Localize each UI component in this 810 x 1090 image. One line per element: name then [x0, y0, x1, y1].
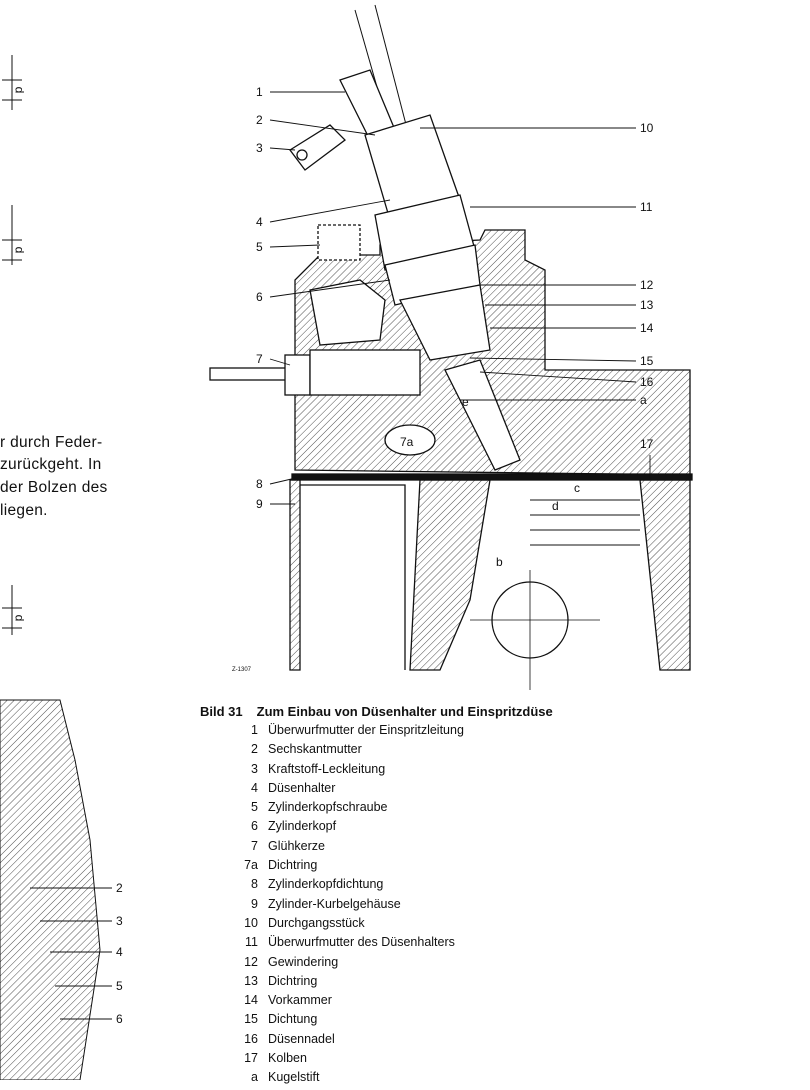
legend-text: Dichtung: [268, 1012, 318, 1027]
dimension-label: d: [552, 499, 559, 513]
legend-item: 17 Kolben: [228, 1051, 464, 1070]
part-label: 10: [640, 121, 654, 135]
body-text-line: liegen.: [0, 502, 48, 519]
legend-text: Zylinderkopfdichtung: [268, 877, 384, 892]
part-label: 15: [640, 354, 654, 368]
legend-number: 1: [251, 723, 258, 737]
part-label: 2: [116, 881, 123, 895]
legend-item: 15 Dichtung: [228, 1012, 464, 1031]
part-label: 17: [640, 437, 654, 451]
part-label: 8: [256, 477, 263, 491]
part-label: 2: [256, 113, 263, 127]
legend-number: 5: [251, 800, 258, 815]
part-label: 6: [116, 1012, 123, 1026]
body-text-line: der Bolzen des: [0, 479, 108, 496]
legend-item: 7a Dichtring: [228, 858, 464, 877]
legend-item: 10 Durchgangsstück: [228, 916, 464, 935]
dimension-label: e: [462, 395, 469, 409]
legend-item: 16 Düsennadel: [228, 1032, 464, 1051]
legend-number: 14: [244, 993, 258, 1008]
body-text-line: zurückgeht. In: [0, 456, 102, 473]
legend-number: 9: [251, 896, 258, 911]
dimension-label: d: [12, 86, 27, 94]
figure-number: Bild 31: [200, 704, 243, 719]
legend-number: 10: [244, 915, 258, 930]
drawing-code: Z-1307: [232, 667, 252, 673]
legend-number: 8: [251, 877, 258, 892]
part-label: 7: [256, 352, 263, 366]
legend-number: 11: [245, 935, 258, 950]
legend-number: 4: [251, 780, 258, 795]
part-label: 3: [256, 141, 263, 155]
part-label: 3: [116, 914, 123, 928]
legend-number: a: [251, 1070, 258, 1085]
legend-text: Zylinderkopfschraube: [268, 800, 388, 815]
part-label: 5: [256, 240, 263, 254]
legend-text: Sechskantmutter: [268, 742, 362, 757]
dimension-label: c: [574, 481, 580, 495]
legend-item: 9 Zylinder-Kurbelgehäuse: [228, 897, 464, 916]
legend-text: Überwurfmutter der Einspritzleitung: [268, 723, 464, 737]
figure-caption: Bild 31 Zum Einbau von Düsenhalter und Ei…: [200, 704, 567, 719]
dimension-label: d: [12, 614, 27, 622]
legend-number: 13: [244, 973, 258, 988]
legend-item: 6 Zylinderkopf: [228, 819, 464, 838]
legend-number: 16: [244, 1031, 258, 1046]
legend-text: Düsenhalter: [268, 780, 336, 795]
legend-number: 7: [251, 838, 258, 853]
legend-item: 14 Vorkammer: [228, 993, 464, 1012]
body-text-line: r durch Feder-: [0, 434, 103, 451]
legend-text: Düsennadel: [268, 1031, 335, 1046]
part-label: 4: [256, 215, 263, 229]
part-label: 4: [116, 945, 123, 959]
dimension-label: d: [12, 246, 27, 254]
legend-item: 3 Kraftstoff-Leckleitung: [228, 762, 464, 781]
legend-text: Durchgangsstück: [268, 915, 365, 930]
parts-legend: 1 Überwurfmutter der Einspritzleitung 2 Sec…: [228, 723, 464, 1090]
legend-item: 5 Zylinderkopfschraube: [228, 800, 464, 819]
left-dimension-marks: [2, 55, 22, 635]
legend-number: 7a: [244, 858, 258, 873]
legend-text: Glühkerze: [268, 838, 325, 853]
part-label: 13: [640, 298, 654, 312]
legend-text: Vorkammer: [268, 993, 332, 1008]
legend-number: 3: [251, 761, 258, 776]
legend-item: 4 Düsenhalter: [228, 781, 464, 800]
part-label: 9: [256, 497, 263, 511]
dimension-label: b: [496, 555, 503, 569]
legend-item: 11 Überwurfmutter des Düsenhalters: [228, 935, 464, 954]
part-label: 1: [256, 85, 263, 99]
legend-text: Zylinderkopf: [268, 819, 337, 834]
part-label: 14: [640, 321, 654, 335]
main-assembly-drawing: [209, 4, 693, 690]
part-label: 11: [640, 200, 653, 214]
legend-item: 7 Glühkerze: [228, 839, 464, 858]
part-label: 7a: [400, 435, 414, 449]
legend-text: Überwurfmutter des Düsenhalters: [268, 935, 455, 950]
legend-number: 12: [244, 954, 258, 969]
legend-text: Dichtring: [268, 973, 318, 988]
legend-item: 2 Sechskantmutter: [228, 742, 464, 761]
legend-item: 12 Gewindering: [228, 955, 464, 974]
legend-item: 13 Dichtring: [228, 974, 464, 993]
legend-text: Kolben: [268, 1051, 307, 1066]
part-label: 16: [640, 375, 654, 389]
legend-number: 6: [251, 819, 258, 834]
left-partial-drawing: [0, 699, 112, 1080]
part-label: 12: [640, 278, 654, 292]
legend-text: Zylinder-Kurbelgehäuse: [268, 896, 401, 911]
legend-item: 1 Überwurfmutter der Einspritzleitung: [228, 723, 464, 742]
legend-number: 2: [251, 742, 258, 757]
part-label: 5: [116, 979, 123, 993]
figure-title: Zum Einbau von Düsenhalter und Einspritz…: [256, 704, 553, 719]
legend-text: Gewindering: [268, 954, 339, 969]
part-label: 6: [256, 290, 263, 304]
legend-text: Dichtring: [268, 858, 318, 873]
legend-text: Kraftstoff-Leckleitung: [268, 761, 386, 776]
part-label: a: [640, 393, 647, 407]
legend-number: 15: [244, 1012, 258, 1027]
legend-item: 8 Zylinderkopfdichtung: [228, 877, 464, 896]
legend-number: 17: [244, 1051, 258, 1066]
